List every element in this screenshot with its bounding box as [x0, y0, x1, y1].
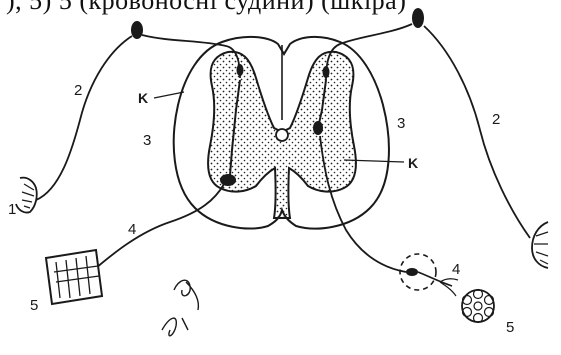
central-canal — [276, 129, 288, 141]
label-left-motor: 4 — [128, 221, 136, 238]
right-receptor-skin — [532, 222, 548, 268]
label-left-receptor: 1 — [8, 201, 16, 218]
label-left-effector: 5 — [30, 297, 38, 314]
label-right-4: 4 — [452, 261, 460, 278]
label-right-effector: 5 — [506, 319, 514, 336]
right-sensory-neuron-fiber — [424, 26, 530, 238]
handwritten-scribble — [162, 280, 198, 336]
left-motor-neuron-body — [220, 174, 236, 186]
label-right-sensory: 2 — [492, 111, 500, 128]
right-spinal-ganglion — [412, 8, 424, 28]
right-autonomic-neuron-body — [313, 121, 323, 135]
left-motor-neuron-fiber — [96, 184, 224, 268]
left-receptor-skin — [16, 178, 37, 213]
label-right-K: K — [408, 155, 418, 171]
label-left-3: 3 — [143, 132, 151, 149]
left-spinal-ganglion — [131, 21, 143, 39]
label-right-3: 3 — [397, 115, 405, 132]
left-sensory-neuron-fiber — [36, 36, 132, 200]
right-effector-gland — [462, 290, 494, 323]
label-left-sensory: 2 — [74, 82, 82, 99]
right-autonomic-ganglion — [400, 254, 458, 296]
left-interneuron-body — [237, 64, 244, 76]
left-effector-muscle — [46, 250, 102, 304]
label-left-K: K — [138, 90, 148, 106]
right-interneuron-body — [323, 66, 330, 78]
